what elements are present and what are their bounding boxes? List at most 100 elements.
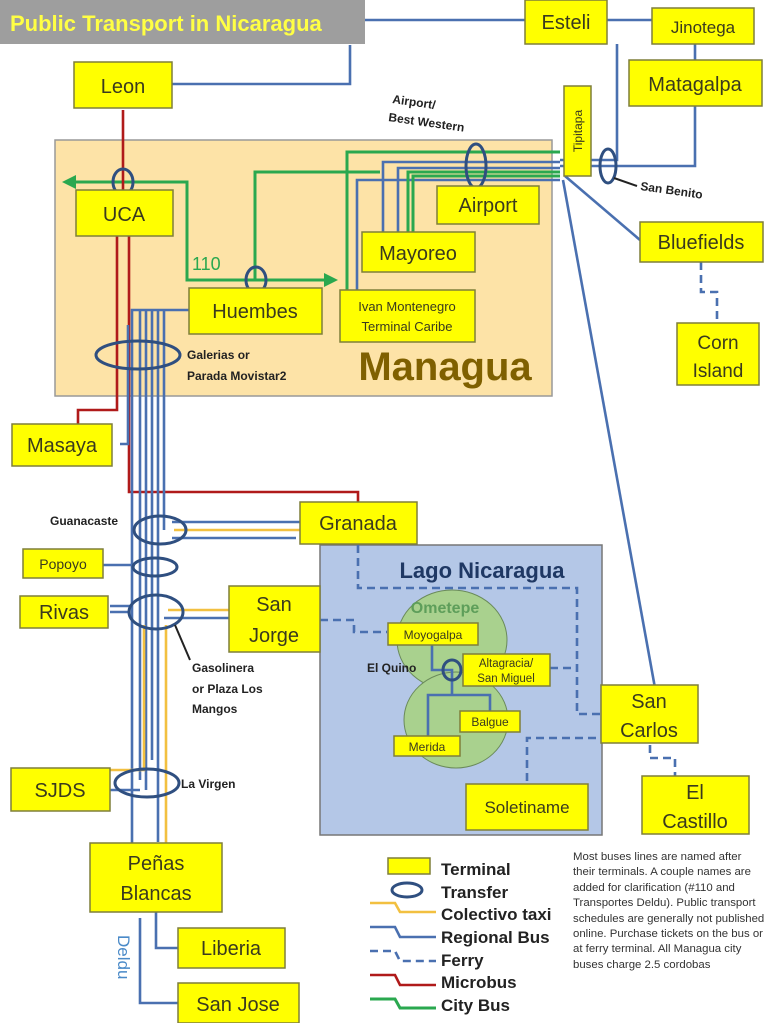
route-mayoreo-1 [381,160,560,232]
terminal-masaya[interactable]: Masaya [11,423,113,467]
svg-text:Bluefields: Bluefields [658,232,745,254]
transfer-popoyo [131,556,179,578]
ferry-soletiname [525,736,600,781]
pointer-gasolinera [174,624,191,661]
citybus-huembes [253,170,380,280]
svg-text:Esteli: Esteli [542,12,591,34]
label-la-virgen: La Virgen [181,777,235,791]
label-gasolinera-1: Gasolinera [192,661,254,675]
svg-text:San Miguel: San Miguel [477,673,535,685]
terminal-liberia[interactable]: Liberia [177,927,286,969]
route-matagalpa [560,106,697,168]
route-ivan [355,178,560,290]
svg-text:San: San [256,594,292,616]
svg-text:Soletiname: Soletiname [484,798,569,817]
legend-citybus-swatch [370,997,436,1010]
legend-label-microbus: Microbus [441,973,517,992]
route-mayoreo-2 [396,166,560,232]
svg-text:Mayoreo: Mayoreo [379,243,457,265]
svg-text:San: San [631,691,667,713]
transfer-gasolinera [127,593,185,631]
label-san-benito: San Benito [640,179,704,202]
legend-note: Most buses lines are named after their t… [573,851,765,971]
svg-text:Peñas: Peñas [128,853,185,875]
terminal-altagracia[interactable]: Altagracia/San Miguel [462,653,551,687]
terminal-esteli[interactable]: Esteli [524,0,608,45]
managua-label: Managua [358,345,532,389]
terminal-san-jose[interactable]: San Jose [177,982,300,1023]
svg-text:Masaya: Masaya [27,435,98,457]
svg-text:Terminal Caribe: Terminal Caribe [361,319,452,334]
transfer-el-quino [441,658,463,682]
ometepe-label: Ometepe [411,600,480,617]
ferry-granada-san-carlos [356,545,600,716]
ferry-el-castillo [648,745,677,776]
legend-microbus-swatch [370,973,436,987]
pointer-san-benito [613,177,638,187]
svg-text:Granada: Granada [319,513,398,535]
svg-text:Tipitapa: Tipitapa [571,110,585,153]
svg-text:SJDS: SJDS [34,780,85,802]
map-title: Public Transport in Nicaragua [10,11,323,36]
title-banner [0,0,365,44]
terminal-popoyo[interactable]: Popoyo [22,548,104,579]
ferry-san-jorge-moyogalpa [320,618,387,634]
svg-text:Popoyo: Popoyo [39,556,87,572]
svg-text:Island: Island [693,361,744,382]
legend-label-transfer: Transfer [441,883,508,902]
label-guanacaste: Guanacaste [50,514,118,528]
lake-label: Lago Nicaragua [399,558,565,583]
route-liberia [154,912,178,950]
svg-text:Carlos: Carlos [620,720,678,742]
svg-text:Airport: Airport [459,195,518,217]
terminal-granada[interactable]: Granada [299,501,418,545]
terminal-balgue[interactable]: Balgue [459,710,521,733]
terminal-huembes[interactable]: Huembes [188,287,323,335]
route-masaya [120,325,130,446]
terminal-moyogalpa[interactable]: Moyogalpa [387,622,479,646]
svg-text:Rivas: Rivas [39,602,89,624]
route-leon [170,45,352,86]
ometepe-route-south [426,693,492,736]
terminal-leon[interactable]: Leon [73,61,173,109]
svg-text:Altagracia/: Altagracia/ [479,658,534,670]
svg-text:Castillo: Castillo [662,811,728,833]
svg-text:Corn: Corn [697,333,738,354]
arrow-right-icon [324,273,338,287]
transfer-la-virgen [113,767,181,799]
svg-text:Moyogalpa: Moyogalpa [404,628,463,642]
legend-transfer-swatch [390,881,424,899]
route-deldu [138,918,178,1005]
label-gasolinera-2: or Plaza Los [192,682,263,696]
terminal-jinotega[interactable]: Jinotega [651,7,755,45]
terminal-sjds[interactable]: SJDS [10,767,111,812]
terminal-uca[interactable]: UCA [75,189,174,237]
terminal-mayoreo[interactable]: Mayoreo [361,231,476,273]
transfer-guanacaste [132,514,188,546]
citybus-ivan [345,150,560,290]
terminal-tipitapa[interactable]: Tipitapa [563,85,592,177]
svg-text:Jinotega: Jinotega [671,18,736,37]
ferry-corn-island [699,262,719,322]
route-san-carlos [561,179,657,689]
terminal-soletiname[interactable]: Soletiname [465,783,589,831]
svg-text:Merida: Merida [409,740,446,754]
terminal-merida[interactable]: Merida [393,735,461,757]
terminal-bluefields[interactable]: Bluefields [639,221,764,263]
route-bluefields [564,175,641,241]
legend-regional-swatch [370,925,436,939]
terminal-rivas[interactable]: Rivas [19,595,109,629]
terminal-matagalpa[interactable]: Matagalpa [628,59,763,107]
microbus-masaya [76,236,119,424]
terminal-airport[interactable]: Airport [436,185,540,225]
transfer-san-benito [598,147,618,185]
legend-label-citybus: City Bus [441,996,510,1015]
label-airport-bw-2: Best Western [388,110,466,135]
